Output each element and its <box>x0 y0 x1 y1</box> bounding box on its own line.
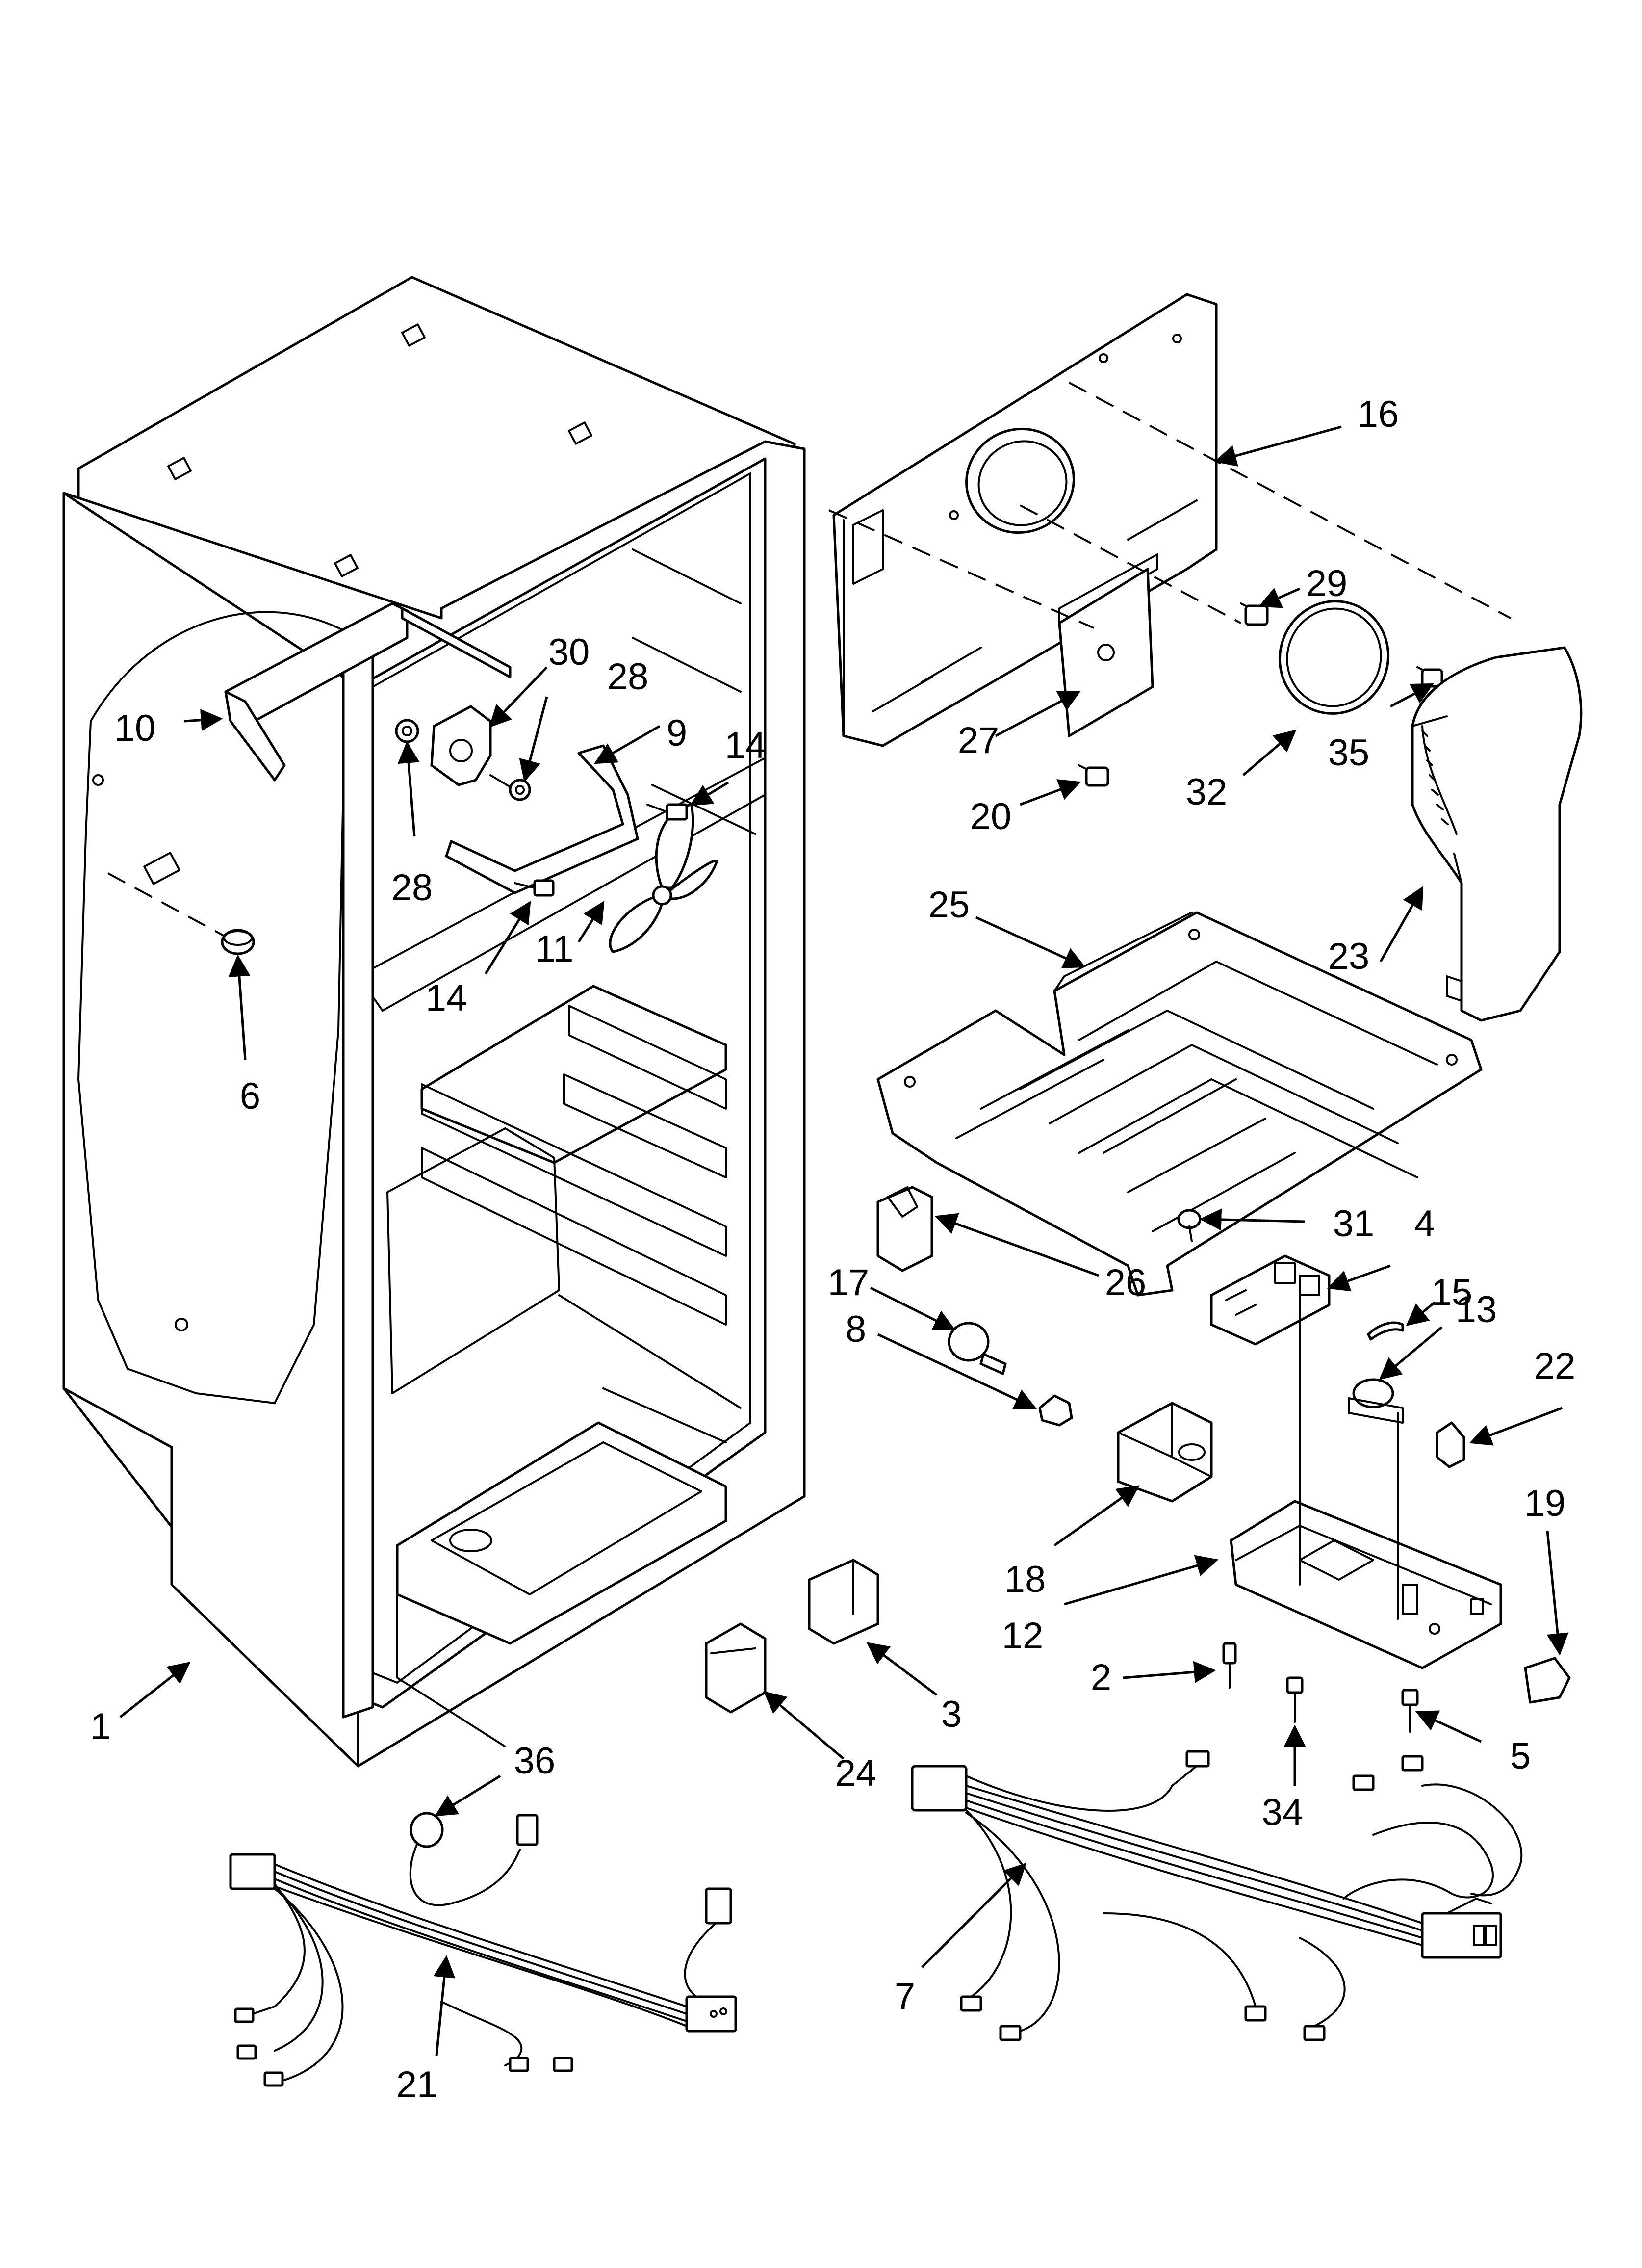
callout-1: 1 <box>90 1706 111 1747</box>
callout-9: 9 <box>667 712 687 754</box>
leader-lines <box>119 425 1569 2056</box>
screw-part-29 <box>1240 602 1269 626</box>
callout-28-b: 28 <box>607 656 649 698</box>
callout-11: 11 <box>535 928 574 970</box>
socket-part-8 <box>1038 1394 1073 1427</box>
rear-panel-part-16 <box>832 293 1218 747</box>
bracket-part-10 <box>224 602 512 782</box>
callout-30: 30 <box>548 631 590 673</box>
grommet-part-28b <box>509 779 531 801</box>
bulb-part-17 <box>948 1322 1007 1375</box>
callout-25: 25 <box>928 884 970 926</box>
callout-31: 31 <box>1333 1203 1375 1245</box>
callout-28-a: 28 <box>391 867 433 909</box>
knob-part-22 <box>1436 1421 1465 1468</box>
callout-19: 19 <box>1524 1483 1566 1524</box>
callout-3: 3 <box>941 1694 962 1735</box>
callout-12: 12 <box>1002 1615 1044 1657</box>
plug-part-6 <box>221 929 255 955</box>
callout-4: 4 <box>1414 1203 1435 1245</box>
callout-36: 36 <box>514 1740 556 1782</box>
callout-labels: 1 2 3 4 5 6 7 8 9 10 11 12 13 14 14 15 1… <box>90 393 1575 2106</box>
control-board-part-4 <box>1210 1254 1331 1346</box>
callout-35: 35 <box>1328 732 1370 774</box>
shelf-part-25 <box>876 911 1483 1297</box>
grommet-part-28a <box>395 719 419 743</box>
callout-18: 18 <box>1004 1559 1046 1600</box>
callout-5: 5 <box>1510 1735 1531 1777</box>
screw-part-5 <box>1401 1689 1419 1733</box>
screw-part-14b <box>514 879 555 897</box>
callout-16: 16 <box>1358 393 1399 435</box>
callout-27: 27 <box>958 720 1000 761</box>
callout-26: 26 <box>1105 1262 1147 1303</box>
callout-21: 21 <box>396 2064 438 2106</box>
screw-part-34 <box>1286 1676 1304 1723</box>
callout-15: 15 <box>1431 1272 1473 1313</box>
screw-part-20 <box>1078 764 1109 787</box>
relay-part-24 <box>705 1622 767 1714</box>
callout-22: 22 <box>1534 1345 1576 1387</box>
thermostat-part-13 <box>1348 1378 1404 1424</box>
callout-8: 8 <box>846 1308 866 1350</box>
fan-motor-part-30 <box>430 705 516 791</box>
tube-part-15 <box>1367 1321 1404 1341</box>
callout-13: 13 <box>1456 1289 1497 1330</box>
callout-17: 17 <box>828 1262 870 1303</box>
wire-harness-part-7 <box>911 1750 1523 2041</box>
callout-14-b: 14 <box>426 977 467 1019</box>
switch-part-26 <box>876 1186 933 1272</box>
connector-part-3 <box>808 1559 879 1645</box>
callout-10: 10 <box>114 707 156 749</box>
callout-34: 34 <box>1262 1792 1304 1833</box>
light-shield-part-18 <box>1117 1402 1213 1503</box>
callout-6: 6 <box>240 1075 260 1117</box>
duct-cover-part-23 <box>1411 646 1583 1022</box>
control-housing-part-12 <box>1230 1284 1502 1669</box>
clip-part-19 <box>1524 1657 1571 1704</box>
callout-32: 32 <box>1186 771 1228 813</box>
wire-harness-part-21 <box>229 1853 737 2087</box>
callout-14-a: 14 <box>725 725 767 766</box>
screw-part-35 <box>1416 666 1443 688</box>
fan-blade-part-11 <box>609 803 718 953</box>
screw-part-14a <box>646 803 688 821</box>
ring-part-32 <box>1278 600 1390 715</box>
callout-2: 2 <box>1091 1657 1111 1698</box>
fan-bracket-part-9 <box>445 744 639 894</box>
screw-part-2 <box>1222 1642 1237 1689</box>
callout-7: 7 <box>895 1976 915 2017</box>
callout-29: 29 <box>1306 563 1348 604</box>
callout-24: 24 <box>835 1752 877 1794</box>
callout-20: 20 <box>970 796 1012 837</box>
callout-23: 23 <box>1328 936 1370 977</box>
cabinet-liner <box>62 276 806 1768</box>
sensor-part-36 <box>409 1812 539 1906</box>
